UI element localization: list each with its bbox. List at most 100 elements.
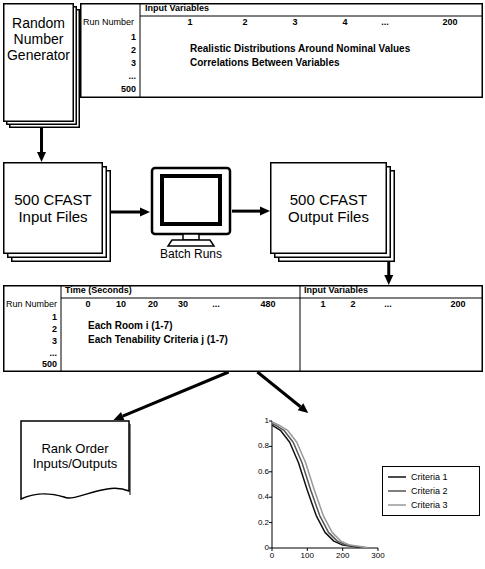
table-cell: 2 (52, 325, 57, 335)
table-cell: 3 (52, 337, 57, 347)
table-cell: Each Room i (1-7) (88, 320, 172, 331)
monitor-screen (162, 176, 220, 224)
table-cell: 2 (242, 18, 247, 28)
monitor-neck (183, 234, 199, 240)
box-label: Rank Order Inputs/Outputs (26, 442, 124, 472)
table-cell: 20 (148, 300, 158, 310)
page-sheet (271, 163, 387, 254)
chart-curve (272, 424, 364, 548)
legend-line (387, 473, 407, 481)
table-rule (61, 298, 483, 299)
arrow-head (384, 275, 393, 285)
box-label: 500 CFAST Output Files (275, 191, 382, 226)
axis-tick-label: 0.4 (258, 493, 269, 502)
axis-tick (378, 548, 379, 551)
axis-tick-label: 300 (371, 552, 384, 561)
axis-tick (269, 471, 272, 472)
table-cell: Realistic Distributions Around Nominal V… (190, 43, 410, 54)
output-table-outline (3, 285, 483, 372)
table-border (81, 4, 483, 98)
axis-tick-label: 0.8 (258, 442, 269, 451)
document-sheet (21, 421, 129, 499)
chart-curve (272, 422, 367, 548)
table-border (4, 286, 483, 372)
table-cell: 2 (131, 46, 136, 56)
table-cell: ... (49, 349, 57, 359)
legend-entry: Criteria 1 (387, 470, 475, 484)
box-label: 500 CFAST Input Files (8, 191, 98, 226)
table-cell: ... (128, 72, 136, 82)
legend-line-sample (388, 490, 406, 492)
table-cell: 500 (42, 360, 57, 370)
table-cell: 3 (131, 59, 136, 69)
legend-text: Criteria 2 (411, 486, 448, 496)
arrow-head (37, 152, 46, 162)
text-area: Random Number Generator (3, 3, 74, 122)
axis-tick-label: 1 (265, 417, 269, 426)
flow-arrow (37, 128, 46, 162)
table-cell: 200 (450, 300, 465, 310)
table-rule (300, 285, 301, 372)
table-cell: ... (381, 18, 389, 28)
flow-arrow (111, 208, 150, 217)
table-cell: Input Variables (145, 4, 209, 14)
flow-arrow (257, 372, 308, 413)
table-cell: 500 (121, 85, 136, 95)
flow-arrow (232, 207, 270, 216)
monitor-case (152, 168, 230, 234)
table-cell: 2 (350, 300, 355, 310)
axis-tick (307, 548, 308, 551)
output-table: Time (Seconds)Input VariablesRun Number0… (3, 285, 483, 372)
legend-entry: Criteria 3 (387, 498, 475, 512)
table-cell: Time (Seconds) (65, 286, 132, 296)
arrow-shaft (111, 211, 140, 214)
text-area: 500 CFAST Output Files (270, 162, 387, 254)
generator-box: Random Number Generator (3, 3, 80, 128)
table-cell: 1 (131, 33, 136, 43)
axis-tick-label: 200 (336, 552, 349, 561)
flow-arrow (384, 262, 393, 285)
flow-arrow (114, 372, 229, 420)
axis-tick-label: 0.6 (258, 467, 269, 476)
legend-line (387, 487, 407, 495)
axis-tick-label: 0.2 (258, 518, 269, 527)
monitor-base (168, 240, 214, 246)
report-document: Rank Order Inputs/Outputs (20, 420, 130, 505)
legend-line-sample (388, 476, 406, 478)
chart-legend: Criteria 1 Criteria 2 Criteria 3 (382, 466, 480, 516)
arrow-shaft (40, 128, 43, 152)
axis-tick (272, 548, 273, 551)
table-rule (140, 16, 483, 17)
legend-text: Criteria 1 (411, 472, 448, 482)
legend-line-sample (388, 504, 406, 506)
table-cell: 0 (85, 300, 90, 310)
axis-tick (269, 446, 272, 447)
text-area: Rank Order Inputs/Outputs (20, 420, 130, 505)
table-cell: 1 (52, 313, 57, 323)
table-cell: 30 (178, 300, 188, 310)
legend-text: Criteria 3 (411, 500, 448, 510)
file-stack: 500 CFAST Output Files (270, 162, 395, 262)
table-cell: Correlations Between Variables (190, 57, 340, 68)
table-cell: 1 (320, 300, 325, 310)
table-cell: Run Number (6, 300, 57, 310)
text-area: 500 CFAST Input Files (3, 162, 103, 254)
input-table: Input VariablesRun Number1234...200123..… (80, 3, 483, 98)
axis-tick (342, 548, 343, 551)
arrow-shaft (387, 262, 390, 275)
chart-axis (272, 421, 273, 548)
arrow-shaft (123, 372, 229, 416)
page-sheet (4, 4, 74, 122)
table-cell: 4 (342, 18, 347, 28)
axis-tick (269, 522, 272, 523)
chart-curve (272, 425, 360, 547)
table-cell: 10 (116, 300, 126, 310)
box-label: Random Number Generator (6, 15, 71, 63)
table-cell: 3 (292, 18, 297, 28)
arrow-head (260, 207, 270, 216)
table-cell: 480 (260, 300, 275, 310)
table-cell: ... (212, 300, 220, 310)
axis-tick (269, 421, 272, 422)
arrow-shaft (257, 372, 300, 407)
